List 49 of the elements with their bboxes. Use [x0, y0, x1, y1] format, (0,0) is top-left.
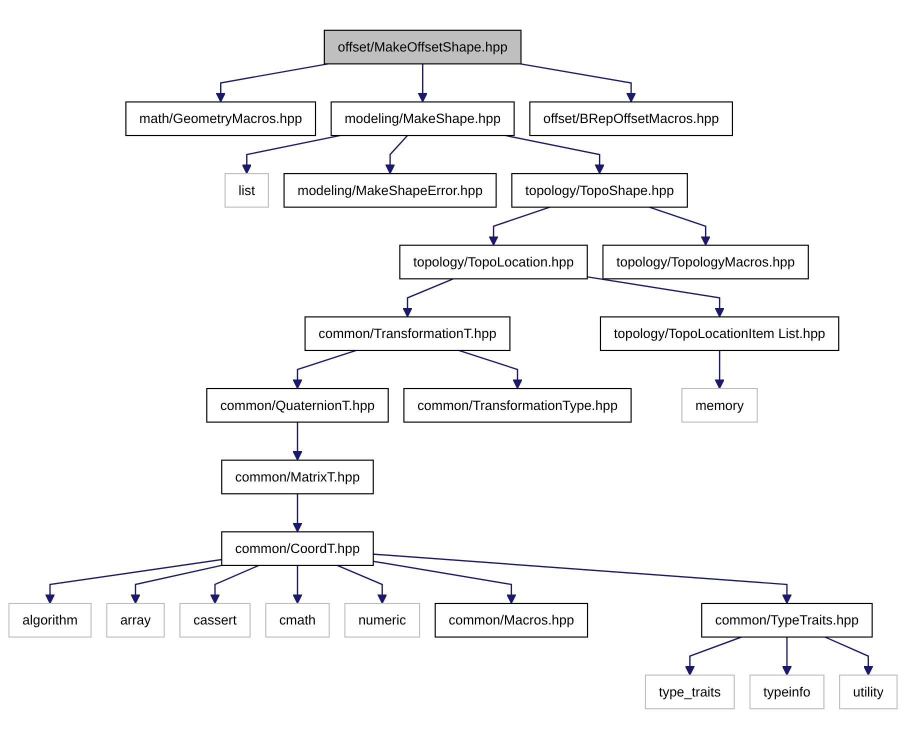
- arrow: [714, 350, 725, 389]
- node-box: algorithm: [8, 602, 92, 638]
- arrow: [292, 565, 302, 604]
- arrow: [216, 63, 328, 102]
- node-box: math/GeometryMacros.hpp: [125, 101, 316, 136]
- arrow: [373, 560, 516, 604]
- node-box: common/TypeTraits.hpp: [701, 602, 873, 638]
- arrow: [418, 64, 428, 102]
- arrow: [336, 564, 388, 604]
- arrow: [824, 636, 874, 676]
- node-box: offset/MakeOffsetShape.hpp: [324, 30, 522, 64]
- arrow: [458, 350, 522, 389]
- arrow: [373, 554, 792, 604]
- arrow: [520, 63, 636, 102]
- arrow: [210, 564, 260, 604]
- node-box: common/TransformationT.hpp: [304, 316, 510, 352]
- arrow: [782, 637, 792, 676]
- arrow: [292, 494, 302, 532]
- arrow: [292, 422, 302, 461]
- arrow: [385, 135, 408, 174]
- node-box: cassert: [179, 602, 251, 638]
- node-box: list: [224, 173, 269, 208]
- node-box: common/Macros.hpp: [434, 602, 588, 638]
- node-box: common/QuaternionT.hpp: [206, 388, 389, 423]
- node-box: modeling/MakeShape.hpp: [330, 101, 515, 136]
- arrow: [292, 350, 356, 389]
- node-box: cmath: [265, 602, 330, 638]
- node-box: array: [106, 602, 165, 638]
- arrow: [488, 206, 550, 246]
- node-box: numeric: [344, 602, 420, 638]
- node-box: topology/TopoLocation.hpp: [399, 244, 588, 280]
- node-box: utility: [839, 674, 898, 710]
- node-box: type_traits: [644, 674, 735, 710]
- node-box: topology/TopologyMacros.hpp: [602, 244, 809, 280]
- arrow: [649, 206, 711, 246]
- arrow: [684, 636, 742, 676]
- node-box: common/TransformationType.hpp: [403, 388, 632, 423]
- arrow: [45, 558, 222, 604]
- arrow: [402, 278, 454, 318]
- node-box: typeinfo: [749, 674, 824, 710]
- arrow: [130, 564, 222, 604]
- node-box: topology/TopoLocationItem List.hpp: [600, 316, 840, 352]
- node-box: memory: [681, 388, 758, 423]
- node-box: common/MatrixT.hpp: [221, 460, 374, 494]
- arrow: [587, 276, 725, 318]
- node-box: topology/TopoShape.hpp: [511, 173, 688, 208]
- node-box: offset/BRepOffsetMacros.hpp: [529, 101, 733, 136]
- node-box: modeling/MakeShapeError.hpp: [284, 173, 497, 208]
- node-box: common/CoordT.hpp: [221, 531, 374, 566]
